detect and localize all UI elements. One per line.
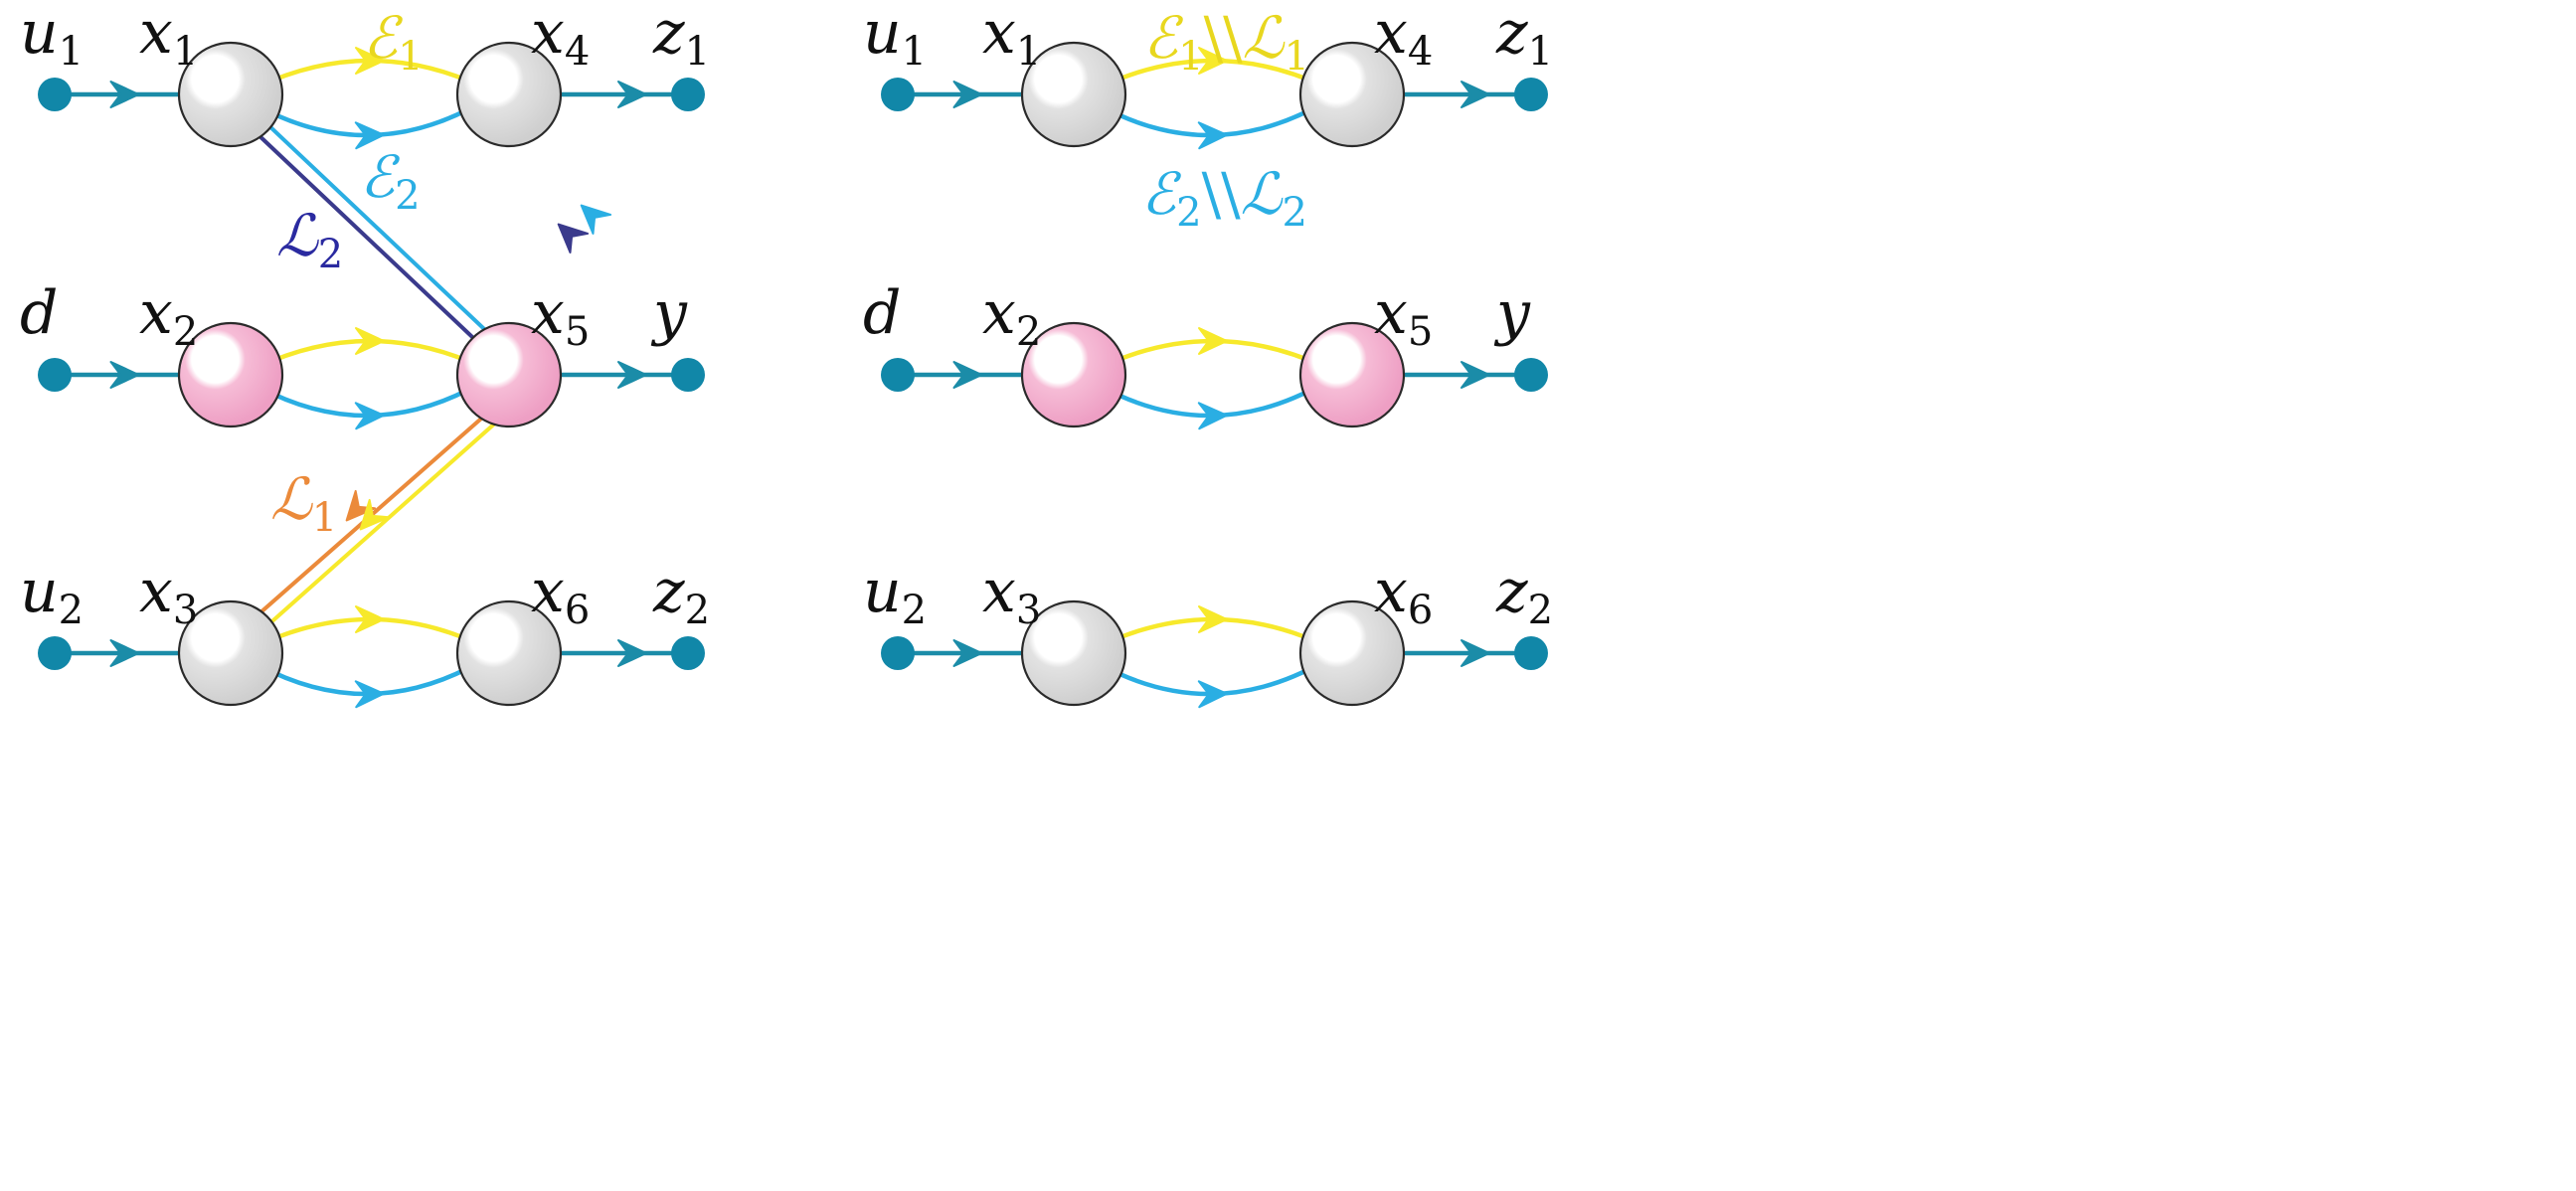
right-e2-minus-l2-label: ℰ2\\ℒ2 xyxy=(1141,160,1307,236)
left-e1-cross-arrow xyxy=(359,498,391,531)
right-row1-input-terminal xyxy=(881,78,915,111)
left-row1-state-right-label: x4 xyxy=(531,0,590,75)
right-row2-output-terminal xyxy=(1514,358,1548,392)
left-row1-cyan-edge-arrow xyxy=(354,121,385,150)
left-row3-state-right-label: x6 xyxy=(531,557,590,633)
left-row1-state-left-node xyxy=(177,41,284,148)
left-row2-state-right-node xyxy=(455,321,563,428)
left-row2-state-left-label: x2 xyxy=(139,278,198,355)
right-row2-input-arrow xyxy=(952,361,983,389)
right-row2-input-terminal xyxy=(881,358,915,392)
left-row2-cyan-edge-arrow xyxy=(354,402,385,430)
left-e1-label: ℰ1 xyxy=(363,4,424,80)
right-row3-input-terminal xyxy=(881,636,915,670)
right-row2-cyan-edge-arrow xyxy=(1197,402,1228,430)
left-row1-output-label: z1 xyxy=(652,0,710,75)
left-row3-output-label: z2 xyxy=(652,557,710,633)
right-row1-output-arrow xyxy=(1460,81,1490,108)
right-row3-output-label: z2 xyxy=(1495,557,1553,633)
left-l2-label: ℒ2 xyxy=(276,202,343,277)
left-row1-input-terminal xyxy=(38,78,72,111)
left-e2-label: ℰ2 xyxy=(360,143,421,219)
left-row3-cyan-edge-arrow xyxy=(354,680,385,709)
left-row3-input-terminal xyxy=(38,636,72,670)
right-row2-state-left-label: x2 xyxy=(982,278,1041,355)
left-row2-input-arrow xyxy=(109,361,140,389)
left-row1-state-right-node xyxy=(455,41,563,148)
right-row1-input-label: u1 xyxy=(863,0,927,75)
right-row3-state-left-node xyxy=(1020,599,1127,707)
left-row1-output-arrow xyxy=(617,81,647,108)
left-row2-yellow-edge-arrow xyxy=(355,327,385,355)
left-row3-state-left-node xyxy=(177,599,284,707)
left-row1-output-terminal xyxy=(671,78,705,111)
right-row1-input-arrow xyxy=(952,81,983,108)
left-row1-input-arrow xyxy=(109,81,140,108)
right-row1-state-left-label: x1 xyxy=(982,0,1041,75)
right-row1-cyan-edge-arrow xyxy=(1197,121,1228,150)
right-row3-state-left-label: x3 xyxy=(982,557,1041,633)
left-row1-state-left-label: x1 xyxy=(139,0,198,75)
left-row2-output-label: y xyxy=(650,278,688,348)
left-e2-cross-arrow xyxy=(580,204,612,236)
left-row2-state-left-node xyxy=(177,321,284,428)
right-row2-output-label: y xyxy=(1493,278,1531,348)
right-row2-state-right-label: x5 xyxy=(1374,278,1433,355)
left-row3-output-arrow xyxy=(617,639,647,667)
left-row2-output-terminal xyxy=(671,358,705,392)
right-row2-yellow-edge-arrow xyxy=(1198,327,1228,355)
left-row2-output-arrow xyxy=(617,361,647,389)
left-row3-input-arrow xyxy=(109,639,140,667)
left-row1-input-label: u1 xyxy=(20,0,84,75)
left-e2-cross-edge xyxy=(265,122,503,347)
right-row2-state-left-node xyxy=(1020,321,1127,428)
right-row3-output-arrow xyxy=(1460,639,1490,667)
right-row3-input-arrow xyxy=(952,639,983,667)
right-row1-output-terminal xyxy=(1514,78,1548,111)
left-row3-yellow-edge-arrow xyxy=(355,605,385,633)
left-row3-state-left-label: x3 xyxy=(139,557,198,633)
left-e1-cross-edge xyxy=(255,411,509,637)
right-row1-state-right-label: x4 xyxy=(1374,0,1433,75)
right-row3-cyan-edge-arrow xyxy=(1197,680,1228,709)
right-row3-state-right-label: x6 xyxy=(1374,557,1433,633)
right-row2-state-right-node xyxy=(1298,321,1406,428)
left-row1-yellow-edge-arrow xyxy=(355,47,385,75)
right-row3-output-terminal xyxy=(1514,636,1548,670)
left-row3-state-right-node xyxy=(455,599,563,707)
left-row3-input-label: u2 xyxy=(20,557,84,633)
left-row2-input-terminal xyxy=(38,358,72,392)
right-row3-yellow-edge-arrow xyxy=(1198,605,1228,633)
right-row3-input-label: u2 xyxy=(863,557,927,633)
right-e1-minus-l1-label: ℰ1\\ℒ1 xyxy=(1143,4,1309,80)
right-row2-output-arrow xyxy=(1460,361,1490,389)
right-row2-input-label: d xyxy=(863,278,901,348)
right-row1-yellow-edge-arrow xyxy=(1198,47,1228,75)
right-row1-state-right-node xyxy=(1298,41,1406,148)
right-row3-state-right-node xyxy=(1298,599,1406,707)
left-row3-output-terminal xyxy=(671,636,705,670)
left-l2-arrow xyxy=(557,223,590,255)
left-l1-label: ℒ1 xyxy=(270,465,337,541)
left-row2-input-label: d xyxy=(20,278,58,348)
right-row1-state-left-node xyxy=(1020,41,1127,148)
left-l2-edge xyxy=(254,130,491,355)
left-row2-state-right-label: x5 xyxy=(531,278,590,355)
right-row1-output-label: z1 xyxy=(1495,0,1553,75)
